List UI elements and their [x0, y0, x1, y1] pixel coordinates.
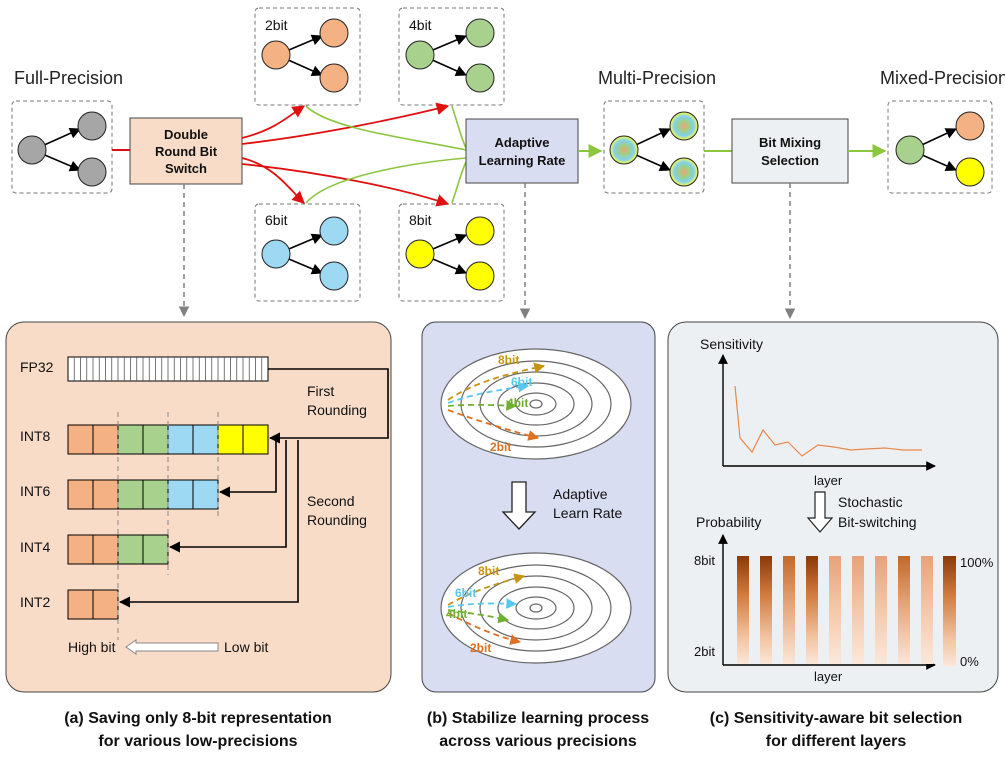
mixed-precision-graph [895, 111, 985, 187]
caption-b-2: across various precisions [439, 733, 637, 750]
second-rounding-arrows [118, 440, 299, 608]
second-rounding-text-1: Second [307, 493, 354, 509]
4bit-box [398, 7, 505, 106]
first-rounding-text-1: First [307, 383, 334, 399]
bottom-update-arrows [447, 573, 526, 645]
multi-precision-label: Multi-Precision [598, 68, 716, 88]
6bit-label: 6bit [265, 212, 288, 228]
sensitivity-curve [734, 385, 922, 457]
switch-line-1: Double [164, 127, 208, 142]
probability-layer-label: layer [814, 669, 843, 684]
probability-bars [737, 556, 933, 664]
full-precision-graph [17, 111, 107, 187]
alr-line-2: Learning Rate [479, 153, 566, 168]
sensitivity-layer-label: layer [814, 473, 843, 488]
6bit-box [254, 203, 361, 302]
top-2bit-label: 2bit [490, 440, 511, 454]
mixed-precision-label: Mixed-Precision [880, 68, 1005, 88]
stochastic-down-arrow [806, 491, 834, 533]
caption-a-1: (a) Saving only 8-bit representation [64, 710, 332, 727]
switch-red-arrows [241, 102, 450, 207]
switch-line-2: Round Bit [155, 144, 218, 159]
bit-boundary-guides [117, 412, 219, 640]
int8-bar [67, 424, 269, 455]
fp32-label: FP32 [20, 359, 54, 375]
bits-to-alr-green-lines [305, 105, 467, 204]
int2-label: INT2 [20, 594, 51, 610]
int4-label: INT4 [20, 539, 51, 555]
alr-line-1: Adaptive [495, 135, 550, 150]
2bit-label: 2bit [265, 17, 288, 33]
hollow-left-arrow [125, 639, 219, 655]
bottom-8bit-label: 8bit [478, 564, 499, 578]
panel-c [667, 321, 999, 693]
mixed-precision-box [887, 100, 993, 194]
adaptive-learning-rate-box [465, 118, 579, 184]
multi-precision-box [603, 100, 705, 194]
2bit-graph [261, 18, 349, 93]
probability-label: Probability [696, 514, 761, 530]
stochastic-text-2: Bit-switching [838, 514, 917, 530]
4bit-graph [405, 18, 495, 93]
top-4bit-label: 4bit [507, 396, 528, 410]
colorbar-0-label: 0% [960, 654, 979, 669]
2bit-box [254, 7, 361, 106]
6bit-graph [261, 216, 349, 291]
full-precision-label: Full-Precision [14, 68, 123, 88]
bit-mixing-selection-box [731, 118, 849, 184]
switch-line-3: Switch [165, 161, 207, 176]
8bit-box [398, 203, 505, 302]
high-bit-label: High bit [68, 639, 116, 655]
first-rounding-arrow [268, 368, 389, 444]
bms-line-2: Selection [761, 153, 819, 168]
adaptive-text-2: Learn Rate [553, 505, 622, 521]
full-precision-box [11, 100, 113, 194]
4bit-label: 4bit [409, 17, 432, 33]
first-rounding-text-2: Rounding [307, 402, 367, 418]
bottom-loss-contours [440, 552, 632, 664]
int8-label: INT8 [20, 428, 51, 444]
caption-a-2: for various low-precisions [98, 733, 297, 750]
8bit-label: 8bit [409, 212, 432, 228]
y-2bit-label: 2bit [694, 644, 715, 659]
caption-b-1: (b) Stabilize learning process [427, 710, 649, 727]
caption-c-2: for different layers [766, 733, 907, 750]
caption-c-1: (c) Sensitivity-aware bit selection [710, 710, 963, 727]
top-update-arrows [447, 362, 546, 441]
bms-line-1: Bit Mixing [759, 135, 821, 150]
y-8bit-label: 8bit [694, 553, 715, 568]
int6-bar [67, 479, 219, 510]
sensitivity-label: Sensitivity [700, 336, 763, 352]
fp32-bar [67, 356, 269, 382]
low-bit-label: Low bit [224, 639, 268, 655]
second-rounding-text-2: Rounding [307, 512, 367, 528]
adaptive-text-1: Adaptive [553, 486, 608, 502]
multi-precision-graph [609, 111, 699, 187]
colorbar [943, 556, 956, 666]
8bit-graph [405, 216, 495, 291]
double-round-bit-switch-box [129, 117, 243, 185]
top-loss-contours [440, 348, 632, 460]
int6-label: INT6 [20, 483, 51, 499]
bottom-2bit-label: 2bit [470, 641, 491, 655]
stochastic-text-1: Stochastic [838, 494, 903, 510]
bottom-4bit-label: 4bit [446, 607, 467, 621]
bottom-6bit-label: 6bit [455, 586, 476, 600]
colorbar-100-label: 100% [960, 555, 994, 570]
adaptive-down-arrow [501, 481, 537, 530]
top-8bit-label: 8bit [498, 353, 519, 367]
int2-bar [67, 589, 119, 620]
top-6bit-label: 6bit [511, 375, 532, 389]
